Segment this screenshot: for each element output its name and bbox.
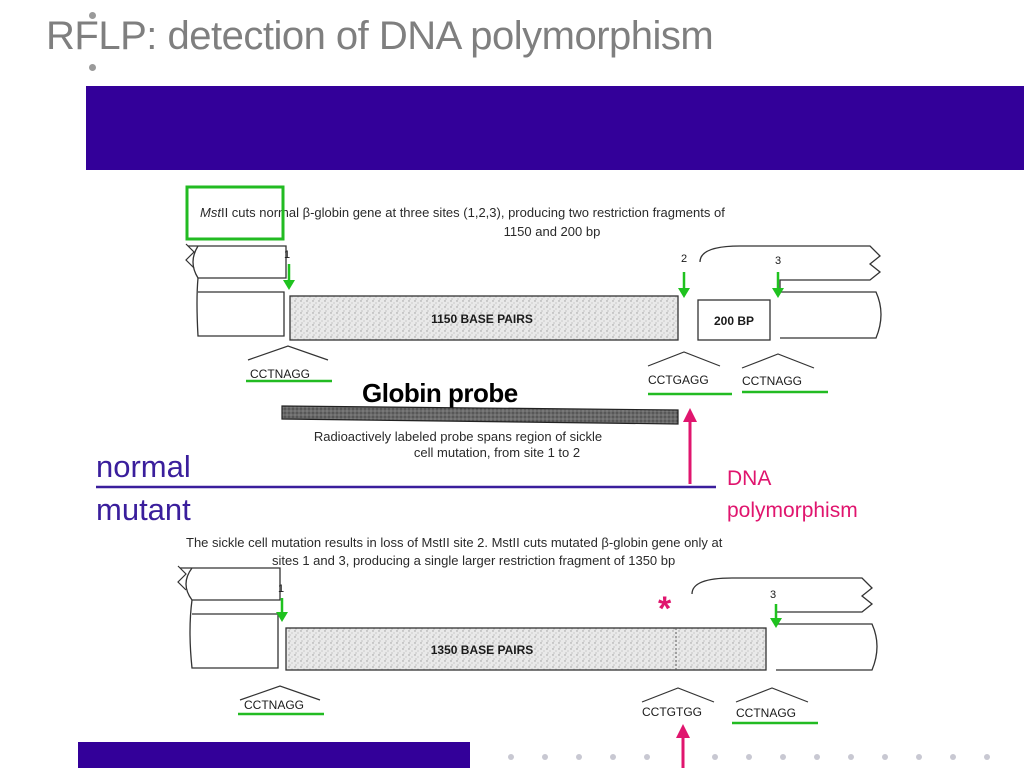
- mutation-site-arrow: [676, 724, 690, 768]
- mstii-highlight-box: [185, 185, 285, 241]
- header-banner: [86, 86, 1024, 170]
- mutant-label: mutant: [96, 492, 191, 527]
- arrow-up-icon: [683, 408, 697, 422]
- footer-dot: [814, 754, 820, 760]
- fragment-1350-bar: [285, 627, 767, 671]
- cut-arrows-mutant: [276, 598, 782, 628]
- site-sequence-3: CCTNAGG: [736, 706, 796, 720]
- site-chevron-3: [735, 687, 809, 703]
- mutant-gene-diagram: The sickle cell mutation results in loss…: [177, 535, 878, 725]
- footer-dot: [780, 754, 786, 760]
- footer-dot: [576, 754, 582, 760]
- mutant-caption-line2: sites 1 and 3, producing a single larger…: [272, 553, 675, 568]
- site-sequence-1: CCTNAGG: [250, 367, 310, 381]
- site-sequence-3: CCTNAGG: [742, 374, 802, 388]
- mutation-asterisk: *: [658, 590, 672, 628]
- footer-banner: [78, 742, 470, 768]
- dna-polymorphism-line1: DNA: [727, 467, 772, 490]
- fragment-1150-bar: [289, 295, 679, 341]
- left-ribbon-body: [196, 277, 285, 337]
- right-ribbon: [699, 245, 882, 339]
- site-sequence-2: CCTGAGG: [648, 373, 709, 387]
- footer-dot: [610, 754, 616, 760]
- normal-caption-rest: II cuts normal β-globin gene at three si…: [221, 205, 725, 220]
- footer-dot: [508, 754, 514, 760]
- cut-arrows-normal: [283, 264, 784, 298]
- arrow-head-icon: [276, 612, 288, 622]
- title-decoration-dot: [89, 12, 96, 19]
- site-chevron-1: [239, 685, 321, 701]
- site-chevron-2: [647, 351, 721, 367]
- globin-probe-label: Globin probe: [362, 378, 518, 408]
- left-ribbon-body: [189, 599, 279, 669]
- footer-dot: [644, 754, 650, 760]
- probe-caption-line1: Radioactively labeled probe spans region…: [314, 429, 602, 444]
- probe-bar: [281, 405, 679, 425]
- normal-caption-mst: Mst: [200, 205, 222, 220]
- torn-edge: [185, 243, 195, 269]
- fragment-1150-label: 1150 BASE PAIRS: [431, 312, 533, 326]
- probe-caption-line2: cell mutation, from site 1 to 2: [414, 445, 580, 460]
- site-chevron-3: [741, 353, 815, 369]
- footer-dot: [542, 754, 548, 760]
- site-number-3: 3: [775, 255, 781, 267]
- arrow-head-icon: [772, 288, 784, 298]
- site-number-3: 3: [770, 589, 776, 601]
- site-sequence-1: CCTNAGG: [244, 698, 304, 712]
- arrow-head-icon: [283, 280, 295, 290]
- slide-title: RFLP: detection of DNA polymorphism: [46, 14, 714, 58]
- footer-dot: [712, 754, 718, 760]
- site-sequence-2-mutated: CCTGTGG: [642, 705, 702, 719]
- globin-probe: Radioactively labeled probe spans region…: [281, 405, 679, 460]
- site-chevron-2: [641, 687, 715, 703]
- footer-dot: [746, 754, 752, 760]
- fragment-1350-label: 1350 BASE PAIRS: [431, 643, 534, 657]
- right-ribbon: [691, 577, 878, 671]
- dna-polymorphism-label: DNA polymorphism: [727, 463, 858, 527]
- arrow-head-icon: [770, 618, 782, 628]
- normal-gene-diagram: MstII cuts normal β-globin gene at three…: [185, 205, 882, 396]
- normal-label: normal: [96, 449, 191, 484]
- arrow-head-icon: [678, 288, 690, 298]
- left-ribbon: [180, 567, 281, 601]
- footer-dot: [882, 754, 888, 760]
- dna-polymorphism-line2: polymorphism: [727, 499, 858, 522]
- torn-edge: [177, 565, 187, 591]
- arrow-up-icon: [676, 724, 690, 738]
- left-ribbon: [188, 245, 287, 279]
- polymorphism-arrow: [683, 408, 697, 484]
- footer-dot: [950, 754, 956, 760]
- mutant-caption-line1: The sickle cell mutation results in loss…: [186, 535, 723, 550]
- site-number-2: 2: [681, 253, 687, 265]
- site-number-1: 1: [278, 583, 284, 595]
- normal-caption-line2: 1150 and 200 bp: [504, 224, 601, 239]
- footer-dot: [848, 754, 854, 760]
- footer-dot: [916, 754, 922, 760]
- fragment-200-label: 200 BP: [714, 314, 754, 328]
- footer-dot: [984, 754, 990, 760]
- site-number-1: 1: [284, 249, 290, 261]
- title-decoration-dot: [89, 64, 96, 71]
- site-chevron-1: [247, 345, 329, 361]
- fragment-200-bar: [697, 299, 771, 341]
- normal-caption-line1: MstII cuts normal β-globin gene at three…: [200, 205, 725, 220]
